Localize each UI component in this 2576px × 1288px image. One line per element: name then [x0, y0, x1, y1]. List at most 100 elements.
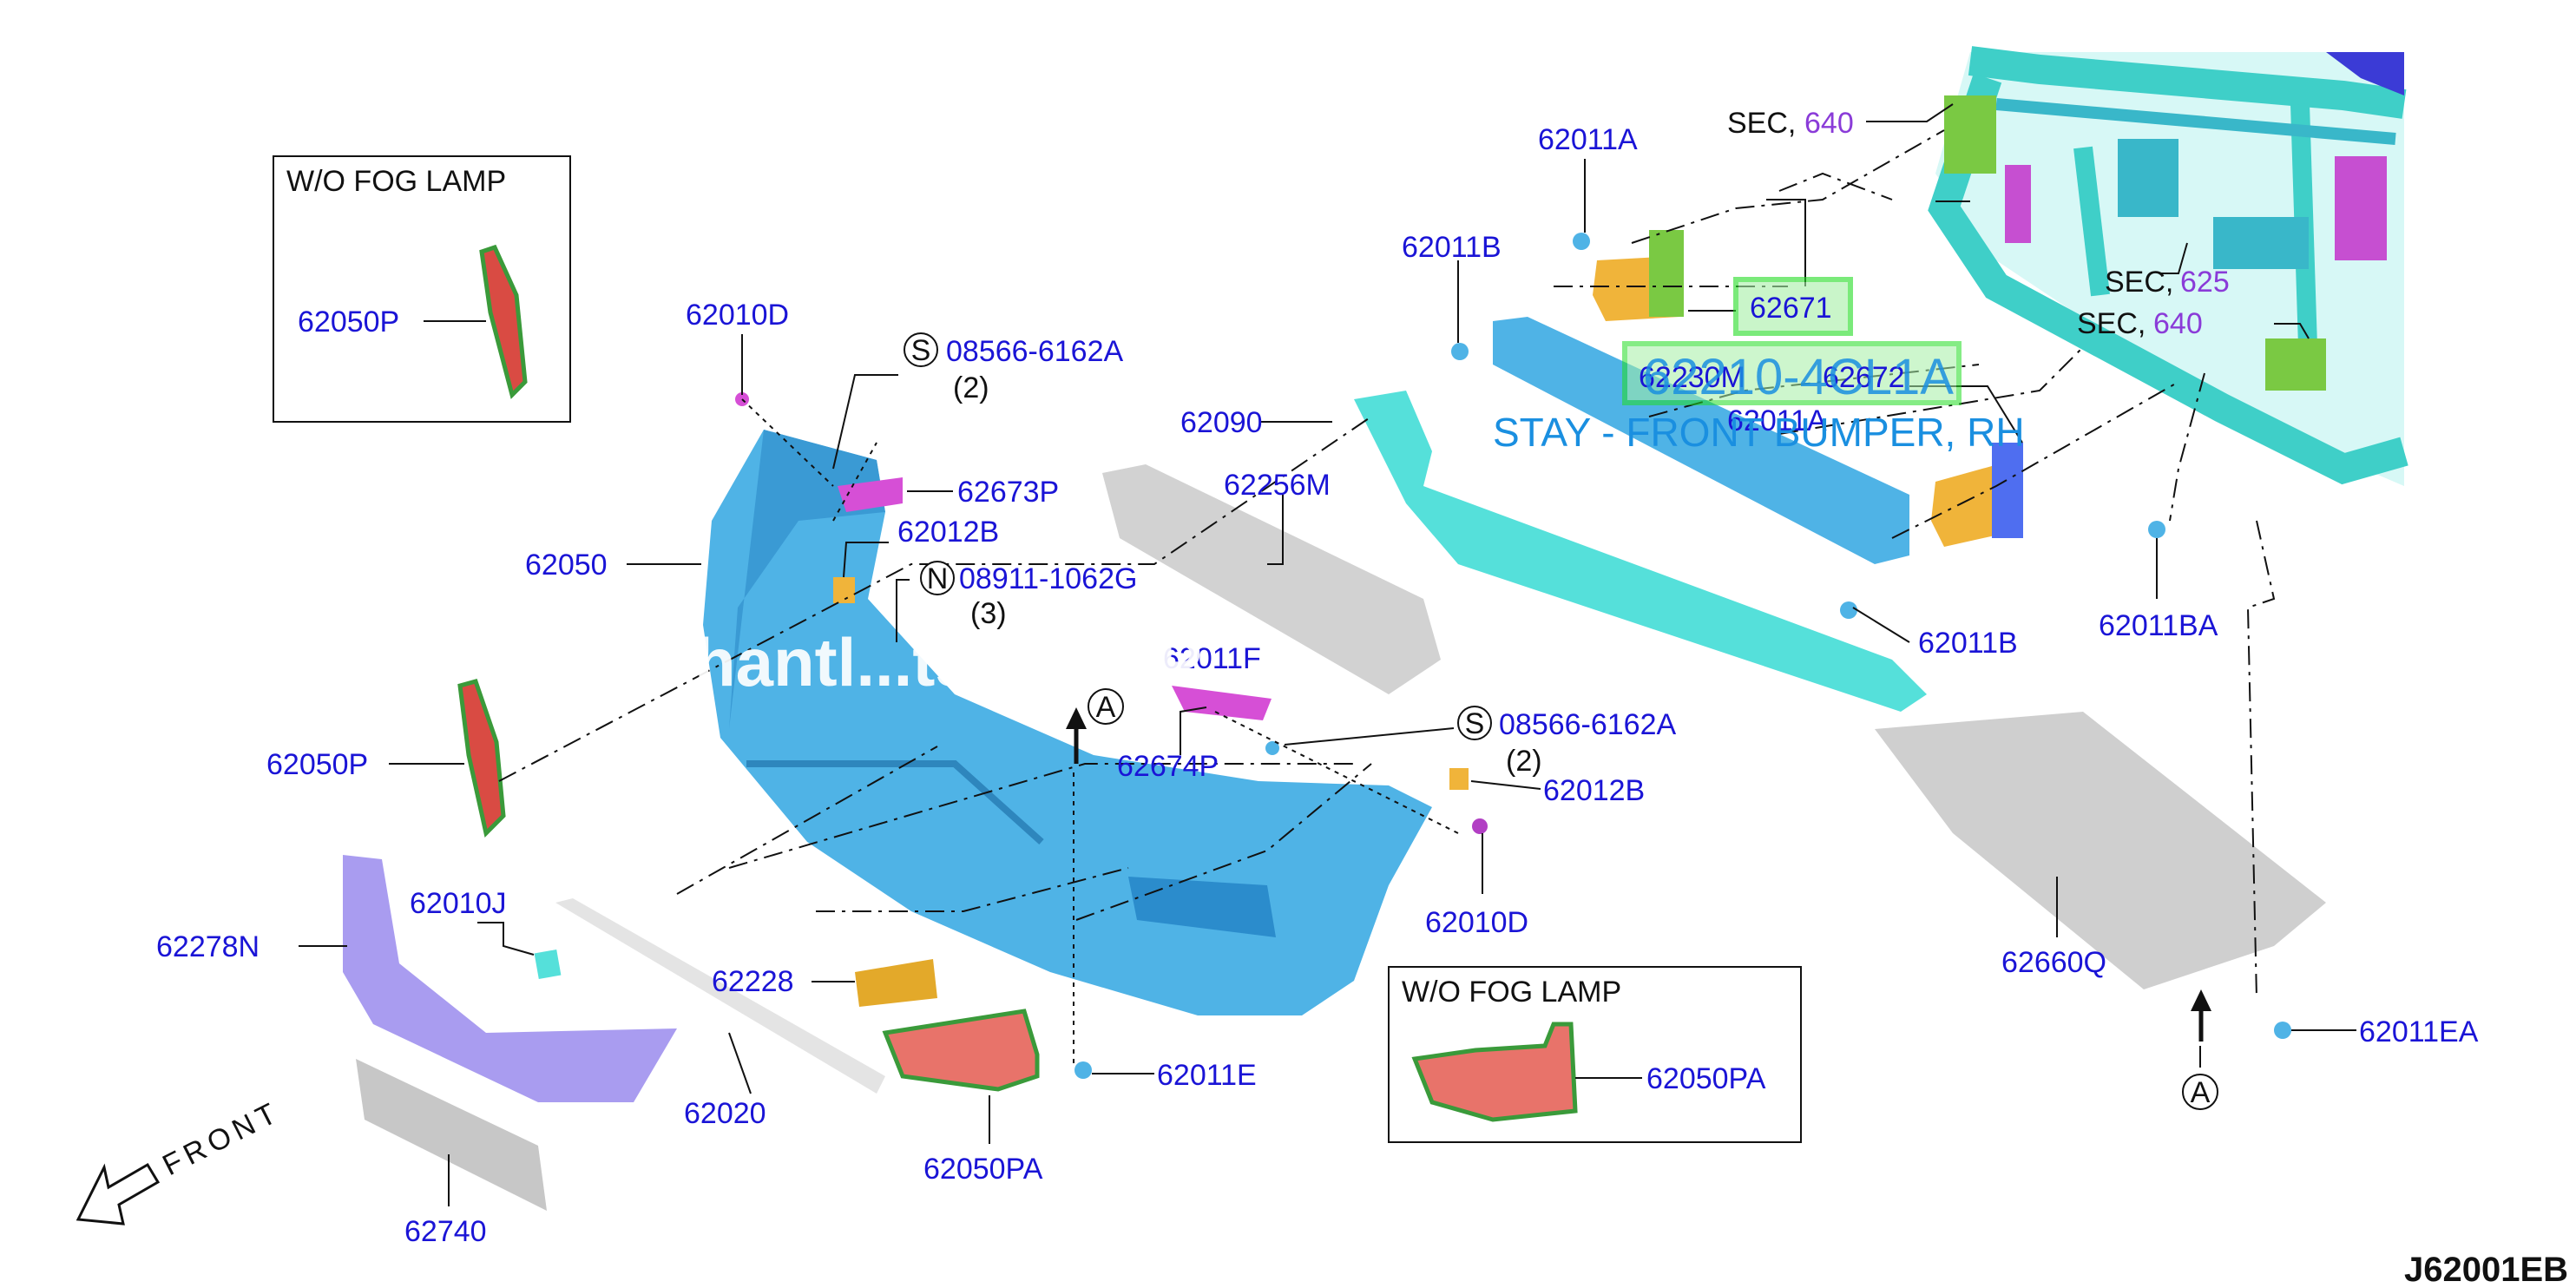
clip-62011EA	[2274, 1022, 2291, 1039]
sec-640-mid: SEC, 640	[2077, 307, 2203, 340]
front-arrow-icon	[76, 1162, 161, 1226]
label-62230M: 62230M	[1639, 361, 1745, 394]
stay-caption: STAY - FRONT BUMPER, RH	[1493, 410, 2025, 455]
sec-640-top: SEC, 640	[1727, 107, 1854, 140]
ref-S-top: S	[904, 332, 938, 367]
diagram-code: J62001EB	[2404, 1251, 2568, 1288]
radiator-core-support-frame	[1928, 46, 2408, 486]
svg-text:SEC,: SEC,	[2105, 266, 2173, 299]
under-cover-62660Q	[1875, 712, 2326, 989]
clip-62010J	[534, 949, 562, 980]
label-62011EA[interactable]: 62011EA	[2359, 1015, 2479, 1048]
label-62011BA[interactable]: 62011BA	[2099, 609, 2218, 642]
highlight-code: 62210-4CL1A	[1643, 349, 1954, 405]
label-62050P-box[interactable]: 62050P	[298, 306, 399, 338]
wo-fog-lamp-box-right: W/O FOG LAMP 62050PA	[1388, 966, 1802, 1143]
label-62011A-top[interactable]: 62011A	[1538, 123, 1638, 156]
watermark-text: hantl...ts C...d P	[694, 624, 1202, 700]
wo-fog-lamp-title-1: W/O FOG LAMP	[286, 165, 506, 198]
label-62012B-top[interactable]: 62012B	[897, 516, 999, 549]
license-bracket-62740	[356, 1059, 547, 1211]
bolt-62011BA	[2148, 521, 2165, 538]
label-62740[interactable]: 62740	[404, 1215, 487, 1248]
svg-text:A: A	[2191, 1076, 2211, 1109]
label-62256M[interactable]: 62256M	[1224, 469, 1331, 502]
qty-2-top: (2)	[953, 371, 989, 404]
label-62090[interactable]: 62090	[1180, 406, 1263, 439]
bracket-62012B-mid	[1449, 768, 1469, 790]
label-62011B-lower[interactable]: 62011B	[1918, 627, 2018, 660]
clip-08566-mid	[1265, 741, 1279, 755]
qty-2-mid: (2)	[1506, 745, 1542, 778]
label-62050P[interactable]: 62050P	[266, 748, 368, 781]
clip-62010D-mid	[1472, 818, 1488, 834]
front-bumper-fascia	[703, 430, 1432, 1015]
grille-molding-62278N	[343, 855, 677, 1102]
front-label: FRONT	[157, 1094, 286, 1182]
front-direction-indicator: FRONT	[76, 1094, 286, 1226]
label-62010D-mid[interactable]: 62010D	[1425, 906, 1528, 939]
label-62673P[interactable]: 62673P	[957, 476, 1059, 509]
bolt-62011A	[1573, 233, 1590, 250]
svg-text:640: 640	[1804, 107, 1854, 140]
fog-cover-62050PA	[882, 1009, 1040, 1092]
label-62012B-mid[interactable]: 62012B	[1543, 774, 1645, 807]
label-62020[interactable]: 62020	[684, 1097, 766, 1130]
label-62011B-top[interactable]: 62011B	[1402, 231, 1502, 264]
bezel-62228	[855, 959, 937, 1007]
direction-arrows	[1066, 707, 2211, 1068]
label-62011F[interactable]: 62011F	[1163, 642, 1261, 675]
stay-front-bumper-lh	[1593, 230, 1684, 321]
label-62050[interactable]: 62050	[525, 549, 608, 582]
bolt-62011B-lower	[1840, 601, 1857, 619]
clip-62673P	[838, 477, 903, 512]
stay-front-bumper-rh	[1931, 443, 2023, 547]
label-08566-6162A-top[interactable]: 08566-6162A	[946, 335, 1124, 368]
fog-cover-lh-shape	[457, 678, 506, 838]
front-bumper-reinforcement	[1354, 391, 1927, 712]
svg-text:SEC,: SEC,	[2077, 307, 2146, 340]
svg-text:SEC,: SEC,	[1727, 107, 1796, 140]
clip-62674P	[1172, 686, 1272, 720]
bracket-62012B-top	[833, 577, 855, 603]
label-62011E[interactable]: 62011E	[1157, 1059, 1257, 1092]
part-labels: 62010D 08566-6162A (2) 62673P 62012B 620…	[156, 123, 2479, 1248]
label-62011A-mid[interactable]: 62011A	[1727, 404, 1827, 437]
label-62278N[interactable]: 62278N	[156, 930, 260, 963]
ref-S-mid: S	[1457, 706, 1492, 740]
highlight-stay-rh[interactable]: 62230M 62672 62210-4CL1A	[1622, 341, 1962, 405]
label-62050PA[interactable]: 62050PA	[923, 1153, 1043, 1186]
label-62010D-top[interactable]: 62010D	[686, 299, 789, 332]
svg-text:S: S	[911, 334, 931, 367]
label-62050PA-box[interactable]: 62050PA	[1646, 1062, 1766, 1095]
svg-text:N: N	[927, 562, 949, 595]
fog-cover-62050PA-box-shape	[1411, 1022, 1578, 1122]
clip-62011E	[1074, 1061, 1092, 1079]
label-62660Q[interactable]: 62660Q	[2001, 946, 2106, 979]
svg-text:S: S	[1465, 707, 1485, 740]
sec-625: SEC, 625	[2105, 266, 2230, 299]
label-62671: 62671	[1750, 292, 1832, 325]
svg-text:640: 640	[2153, 307, 2203, 340]
label-62010J[interactable]: 62010J	[410, 887, 507, 920]
highlight-62671[interactable]: 62671	[1733, 277, 1853, 336]
label-08911-1062G[interactable]: 08911-1062G	[959, 562, 1137, 595]
dotted-lines	[741, 398, 1459, 1068]
fog-cover-left-wo-fog-shape	[479, 244, 528, 399]
qty-3: (3)	[970, 597, 1007, 630]
label-62228[interactable]: 62228	[712, 965, 794, 998]
svg-text:625: 625	[2180, 266, 2230, 299]
ref-A-bottom[interactable]: A	[2182, 1074, 2218, 1110]
bolt-62011B	[1451, 343, 1469, 360]
label-08566-6162A-mid[interactable]: 08566-6162A	[1499, 708, 1677, 741]
label-62674P[interactable]: 62674P	[1117, 750, 1219, 783]
ref-A-mid[interactable]: A	[1088, 688, 1124, 725]
energy-absorber-grey	[1102, 464, 1441, 694]
ref-N: N	[920, 561, 955, 595]
wo-fog-lamp-title-2: W/O FOG LAMP	[1402, 976, 1621, 1009]
svg-text:A: A	[1096, 691, 1116, 724]
moulding-62020	[555, 898, 885, 1094]
bumper-armature	[1493, 317, 1909, 564]
label-62672: 62672	[1823, 361, 1905, 394]
